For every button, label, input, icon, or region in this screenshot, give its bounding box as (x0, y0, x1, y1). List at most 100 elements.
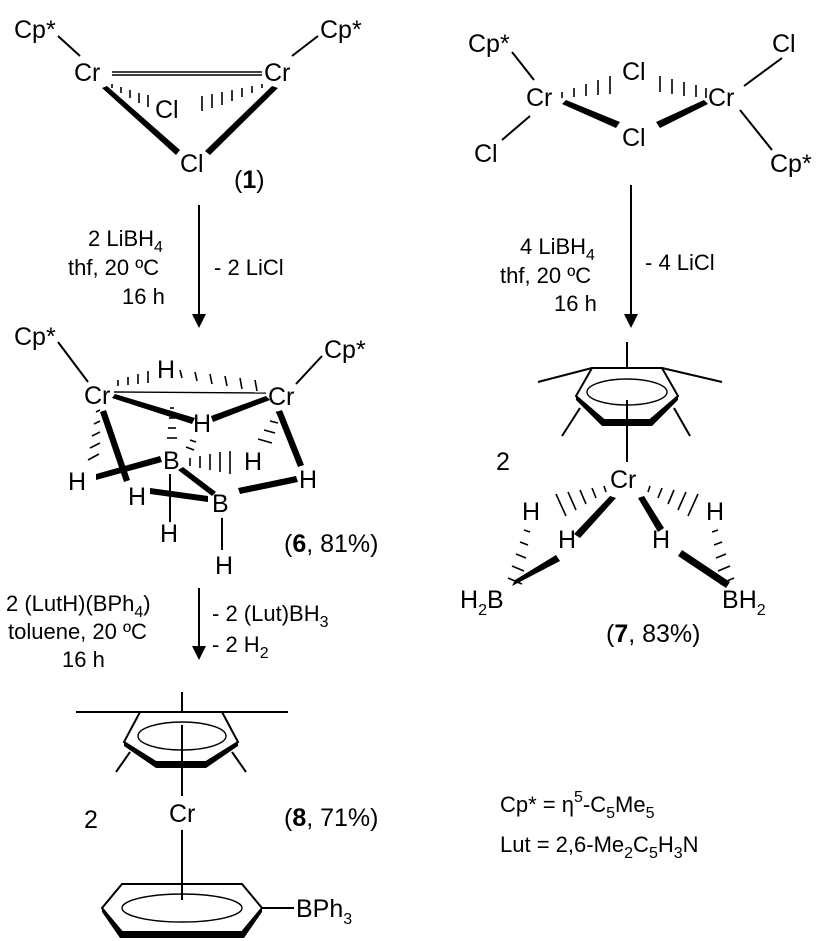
compound-8-structure: Cr 2 BPh3 (76, 692, 352, 938)
cp-star-label: Cp* (14, 16, 56, 44)
conditions-text: thf, 20 ºC (500, 263, 591, 288)
time-text: 16 h (122, 284, 165, 309)
wedge-bond (178, 467, 216, 496)
bond (501, 115, 531, 141)
wedge-bond (211, 396, 270, 422)
byproduct-text: - 2 LiCl (214, 255, 284, 280)
compound-7-structure: 2 Cr H H H H H2B BH2 (460, 342, 766, 619)
stoichiometry-label: 2 (496, 448, 510, 476)
arrow-head (624, 314, 638, 328)
wedge-bond (638, 496, 664, 532)
wedge-bond (574, 496, 616, 538)
hashed-bond (561, 76, 611, 98)
methyl-bond (115, 751, 131, 773)
chlorine-atom: Cl (180, 150, 204, 178)
byproduct-text: - 4 LiCl (645, 250, 715, 275)
reaction-arrow-1 (192, 205, 206, 328)
chromium-atom: Cr (268, 383, 294, 411)
chromium-atom: Cr (264, 59, 290, 87)
wedge-bond (512, 555, 560, 586)
wedge-bond (205, 86, 278, 155)
hashed-bond (111, 84, 149, 107)
hydrogen-atom: H (193, 410, 211, 438)
compound-8-label: (8, 71%) (284, 804, 379, 832)
bond (295, 355, 323, 385)
reagent-text: 4 LiBH4 (520, 234, 595, 264)
hashed-bond (257, 411, 281, 444)
cp-star-label: Cp* (468, 30, 510, 58)
bond (57, 341, 89, 383)
wedge-bond (112, 394, 195, 424)
chromium-atom: Cr (526, 84, 552, 112)
cp-definition: Cp* = η5-C5Me5 (500, 789, 655, 822)
bh2-group: BH2 (722, 586, 766, 619)
wedge-bond (150, 488, 208, 502)
hashed-bond (167, 407, 177, 439)
bond (291, 35, 319, 57)
ring-front-edge (124, 742, 238, 768)
cp-star-label: Cp* (14, 323, 56, 351)
compound-1-label: (1) (234, 166, 265, 194)
wedge-bond (102, 86, 180, 155)
hydrogen-atom: H (652, 526, 670, 554)
hydrogen-atom: H (558, 526, 576, 554)
hashed-bond (179, 369, 258, 392)
hashed-bond (117, 371, 149, 386)
wedge-bond (656, 100, 708, 128)
chromium-atom: Cr (74, 59, 100, 87)
arrow-head (192, 314, 206, 328)
methyl-bond (561, 407, 581, 437)
wedge-bond (238, 476, 298, 494)
compound-6-structure: Cp* Cp* Cr Cr H H H H B B H H H H (14, 323, 366, 580)
wedge-bond (678, 550, 730, 588)
bond (511, 51, 535, 81)
conditions-text: toluene, 20 ºC (8, 619, 147, 644)
arrow-head (192, 646, 206, 660)
wedge-bond (100, 410, 130, 482)
hydrogen-atom: H (128, 483, 146, 511)
wedge-bond (562, 100, 620, 128)
methyl-bond (537, 367, 593, 383)
methyl-bond (661, 367, 723, 383)
hydrogen-atom: H (522, 498, 540, 526)
reaction-arrow-3 (192, 588, 206, 660)
byproduct-text: - 2 (Lut)BH3 (212, 601, 329, 631)
compound-7-label: (7, 83%) (606, 620, 701, 648)
wedge-bond (276, 410, 304, 467)
chloride-dimer-structure: Cp* Cl Cr Cr Cl Cl Cl Cp* (468, 30, 812, 178)
hydrogen-atom: H (68, 468, 86, 496)
lut-definition: Lut = 2,6-Me2C5H3N (500, 832, 699, 862)
time-text: 16 h (554, 291, 597, 316)
cp-star-label: Cp* (324, 336, 366, 364)
reagent-text: 2 LiBH4 (88, 226, 163, 256)
hashed-bond (555, 485, 607, 517)
ring-front-edge (102, 908, 262, 938)
hashed-bond (647, 485, 699, 517)
hashed-bond (201, 84, 263, 111)
hashed-bond (189, 451, 231, 474)
hydrogen-atom: H (244, 448, 262, 476)
bond (743, 57, 783, 87)
methyl-bond (673, 407, 691, 437)
cp-star-label: Cp* (320, 16, 362, 44)
compound-6-label: (6, 81%) (284, 530, 379, 558)
compound-1-structure: Cp* Cp* Cr Cr Cl Cl (14, 16, 362, 178)
hashed-bond (87, 409, 101, 461)
chromium-atom: Cr (84, 382, 110, 410)
reaction-arrow-2 (624, 185, 638, 328)
reagent-text: 2 (LutH)(BPh4) (6, 591, 151, 621)
methyl-bond (231, 751, 247, 773)
ring-front-edge (576, 396, 678, 426)
hydrogen-atom: H (706, 498, 724, 526)
bond (739, 109, 773, 151)
hashed-bond (185, 439, 197, 451)
boron-atom: B (163, 447, 180, 475)
hydrogen-atom: H (299, 466, 317, 494)
wedge-bond (96, 456, 162, 480)
conditions-text: thf, 20 ºC (68, 255, 159, 280)
chlorine-atom: Cl (622, 124, 646, 152)
hydrogen-atom: H (215, 552, 233, 580)
boron-atom: B (212, 490, 229, 518)
time-text: 16 h (62, 647, 105, 672)
